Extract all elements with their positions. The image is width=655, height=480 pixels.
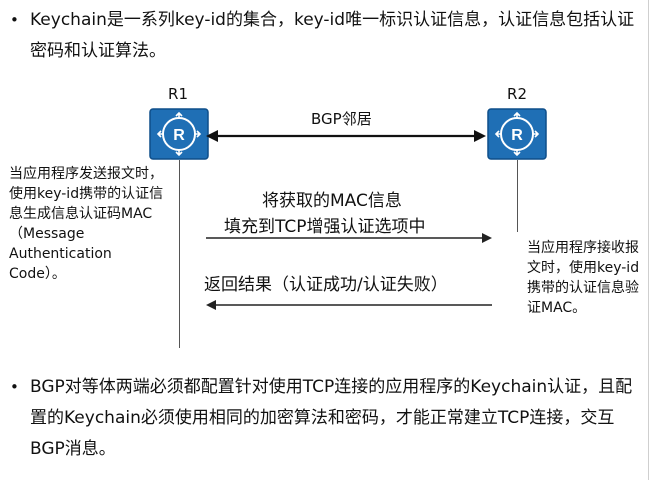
bgp-peer-requirement-text: BGP对等体两端必须都配置针对使用TCP连接的应用程序的Keychain认证，且… — [30, 377, 633, 459]
bullet-marker: • — [10, 378, 19, 396]
router-icon: R — [487, 108, 547, 160]
sender-note: 当应用程序发送报文时，使用key-id携带的认证信息生成信息认证码MAC（Mes… — [9, 166, 164, 282]
frame-divider — [648, 0, 649, 480]
r2-label: R2 — [507, 85, 527, 103]
send-arrow — [206, 233, 492, 243]
receiver-note: 当应用程序接收报文时，使用key-id携带的认证信息验证MAC。 — [527, 240, 640, 316]
bullet-marker: • — [10, 11, 19, 29]
r1-lifeline — [179, 160, 180, 348]
bgp-neighbor-label: BGP邻居 — [311, 110, 372, 128]
router-icon: R — [149, 108, 209, 160]
r1-label: R1 — [168, 85, 188, 103]
mac-info-label-line1: 将获取的MAC信息 — [262, 191, 402, 211]
svg-text:R: R — [511, 127, 523, 144]
svg-text:R: R — [173, 127, 185, 144]
bgp-neighbor-double-arrow — [206, 130, 486, 142]
auth-result-label: 返回结果（认证成功/认证失败） — [204, 275, 448, 295]
return-arrow — [206, 300, 492, 310]
r2-lifeline — [517, 160, 518, 232]
mac-info-label-line2: 填充到TCP增强认证选项中 — [224, 217, 426, 237]
keychain-definition-text: Keychain是一系列key-id的集合，key-id唯一标识认证信息，认证信… — [30, 10, 635, 61]
